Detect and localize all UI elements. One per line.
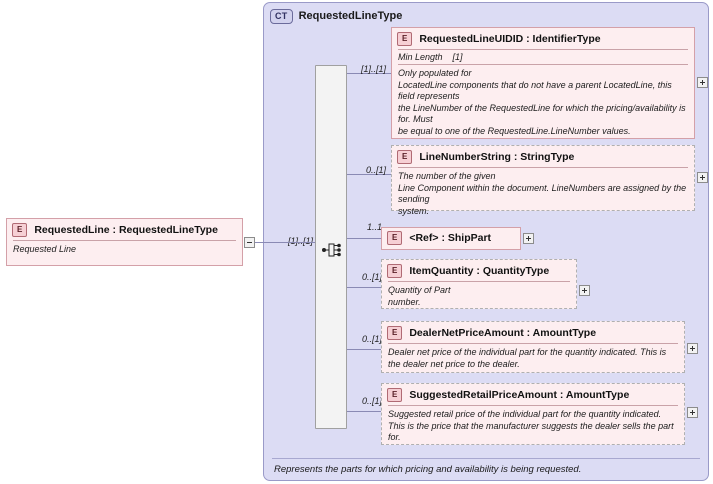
connector-child-0 <box>347 73 391 74</box>
facet-row-min-length: Min Length [1] <box>392 50 694 64</box>
cardinality-child-3: 0..[1] <box>361 272 382 282</box>
element-divider <box>388 281 570 282</box>
element-divider <box>398 49 688 50</box>
element-name: <Ref> : ShipPart <box>409 232 492 244</box>
expand-toggle-requested-line-uidid[interactable] <box>697 77 708 88</box>
element-divider <box>13 240 236 241</box>
connector-root-to-sequence <box>263 242 315 243</box>
element-badge-icon: E <box>387 264 403 278</box>
element-divider <box>388 405 678 406</box>
element-name: LineNumberString : StringType <box>419 151 575 163</box>
connector-child-4 <box>347 349 381 350</box>
element-badge-icon: E <box>397 150 413 164</box>
element-box-line-number-string[interactable]: E LineNumberString : StringType The numb… <box>391 145 695 216</box>
cardinality-child-0: [1]..[1] <box>360 64 386 74</box>
sequence-compositor-bar[interactable] <box>315 65 347 429</box>
element-name: ItemQuantity : QuantityType <box>409 265 550 277</box>
complex-type-footer-divider <box>272 458 700 459</box>
cardinality-child-4: 0..[1] <box>361 334 382 344</box>
complex-type-header: CT RequestedLineType <box>270 8 402 24</box>
element-documentation: Dealer net price of the individual part … <box>388 347 667 369</box>
cardinality-child-1: 0..[1] <box>365 165 386 175</box>
element-box-dealer-net-price-amount[interactable]: E DealerNetPriceAmount : AmountType Deal… <box>381 321 685 373</box>
element-box-requested-line[interactable]: E RequestedLine : RequestedLineType Requ… <box>6 218 243 266</box>
element-badge-icon: E <box>387 388 403 402</box>
element-badge-icon: E <box>387 231 403 245</box>
expand-toggle-dealer-net-price-amount[interactable] <box>687 343 698 354</box>
element-documentation: Quantity of Part number. <box>388 285 451 307</box>
collapse-toggle-requested-line[interactable] <box>244 237 255 248</box>
element-title-row: E SuggestedRetailPriceAmount : AmountTyp… <box>382 384 684 405</box>
element-name: RequestedLine : RequestedLineType <box>34 224 218 236</box>
element-name: SuggestedRetailPriceAmount : AmountType <box>409 389 630 401</box>
element-badge-icon: E <box>387 326 403 340</box>
facet-label: Min Length <box>398 52 443 62</box>
element-name: RequestedLineUIDID : IdentifierType <box>419 33 601 45</box>
element-badge-icon: E <box>12 223 28 237</box>
element-documentation: Only populated for LocatedLine component… <box>398 68 686 136</box>
element-badge-icon: E <box>397 32 413 46</box>
element-name: DealerNetPriceAmount : AmountType <box>409 327 597 339</box>
expand-toggle-item-quantity[interactable] <box>579 285 590 296</box>
element-box-suggested-retail-price-amount[interactable]: E SuggestedRetailPriceAmount : AmountTyp… <box>381 383 685 445</box>
element-title-row: E DealerNetPriceAmount : AmountType <box>382 322 684 343</box>
element-documentation: Suggested retail price of the individual… <box>388 409 674 442</box>
complex-type-title: RequestedLineType <box>298 10 403 22</box>
element-title-row: E RequestedLineUIDID : IdentifierType <box>392 28 694 49</box>
element-box-ref-shippart[interactable]: E <Ref> : ShipPart <box>381 227 521 250</box>
facet-value: [1] <box>452 52 463 62</box>
element-title-row: E RequestedLine : RequestedLineType <box>7 219 242 240</box>
sequence-icon <box>322 243 341 257</box>
expand-toggle-ref-shippart[interactable] <box>523 233 534 244</box>
element-title-row: E ItemQuantity : QuantityType <box>382 260 576 281</box>
element-divider <box>398 167 688 168</box>
cardinality-root: [1]..[1] <box>287 236 313 246</box>
element-divider-2 <box>398 64 688 65</box>
element-title-row: E <Ref> : ShipPart <box>382 228 520 248</box>
connector-child-2 <box>347 238 381 239</box>
element-box-requested-line-uidid[interactable]: E RequestedLineUIDID : IdentifierType Mi… <box>391 27 695 139</box>
element-documentation: Requested Line <box>13 244 77 254</box>
element-divider <box>388 343 678 344</box>
connector-child-1 <box>347 174 391 175</box>
expand-toggle-line-number-string[interactable] <box>697 172 708 183</box>
connector-root-to-container <box>255 242 263 243</box>
cardinality-child-5: 0..[1] <box>361 396 382 406</box>
element-documentation: The number of the given Line Component w… <box>398 171 687 216</box>
connector-child-3 <box>347 287 381 288</box>
connector-child-5 <box>347 411 381 412</box>
element-box-item-quantity[interactable]: E ItemQuantity : QuantityType Quantity o… <box>381 259 577 309</box>
expand-toggle-suggested-retail-price-amount[interactable] <box>687 407 698 418</box>
complex-type-badge: CT <box>270 8 293 24</box>
element-title-row: E LineNumberString : StringType <box>392 146 694 167</box>
complex-type-documentation: Represents the parts for which pricing a… <box>274 464 582 475</box>
cardinality-child-2: 1..1 <box>366 222 382 232</box>
